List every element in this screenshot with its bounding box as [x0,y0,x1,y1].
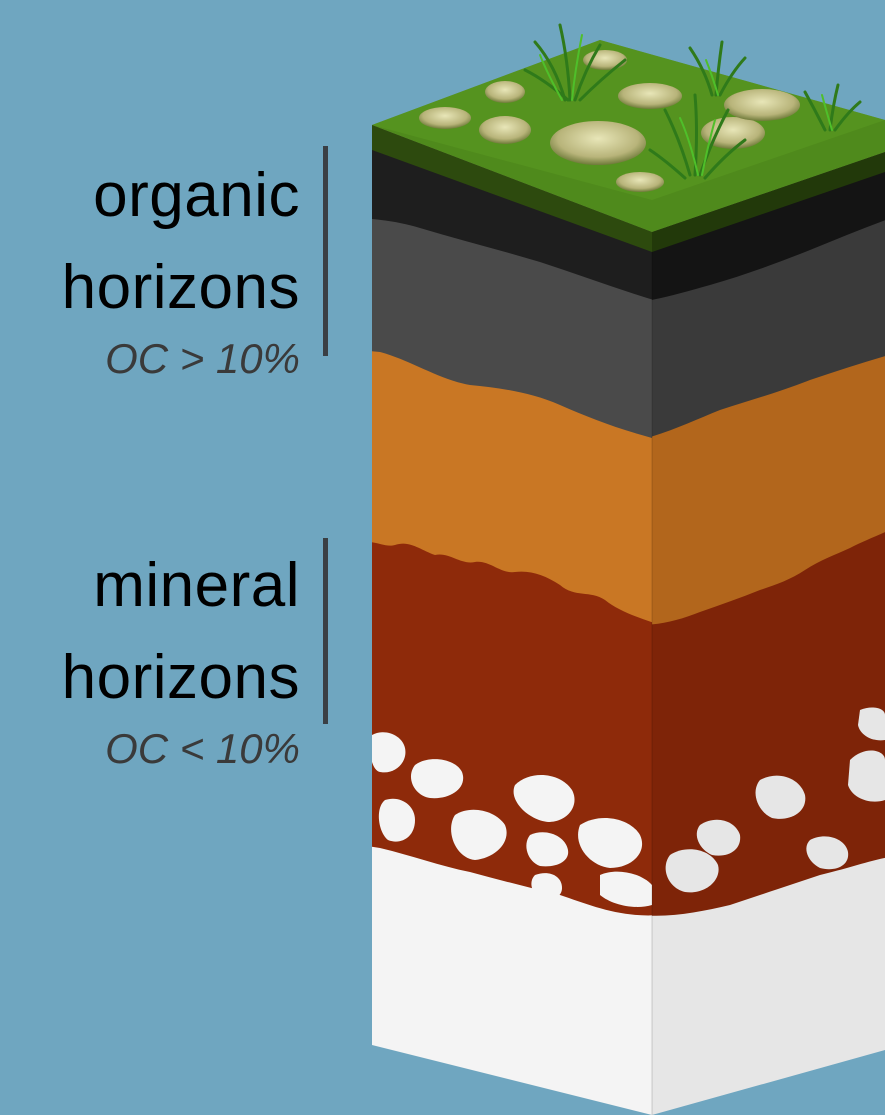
organic-label-line1: organic [93,161,300,230]
mineral-horizons-label: mineral horizons OC < 10% [62,540,300,774]
organic-horizons-label: organic horizons OC > 10% [62,150,300,384]
soil-left-face [372,125,652,1115]
organic-bracket-line [323,146,328,356]
stones-left [372,732,652,907]
mineral-label-line1: mineral [93,551,300,620]
mineral-bracket-line [323,538,328,724]
organic-carbon-threshold: OC > 10% [105,335,300,382]
soil-right-face [652,152,885,1115]
mineral-label-line2: horizons [61,643,300,712]
mineral-carbon-threshold: OC < 10% [105,725,300,772]
organic-label-line2: horizons [61,253,300,322]
